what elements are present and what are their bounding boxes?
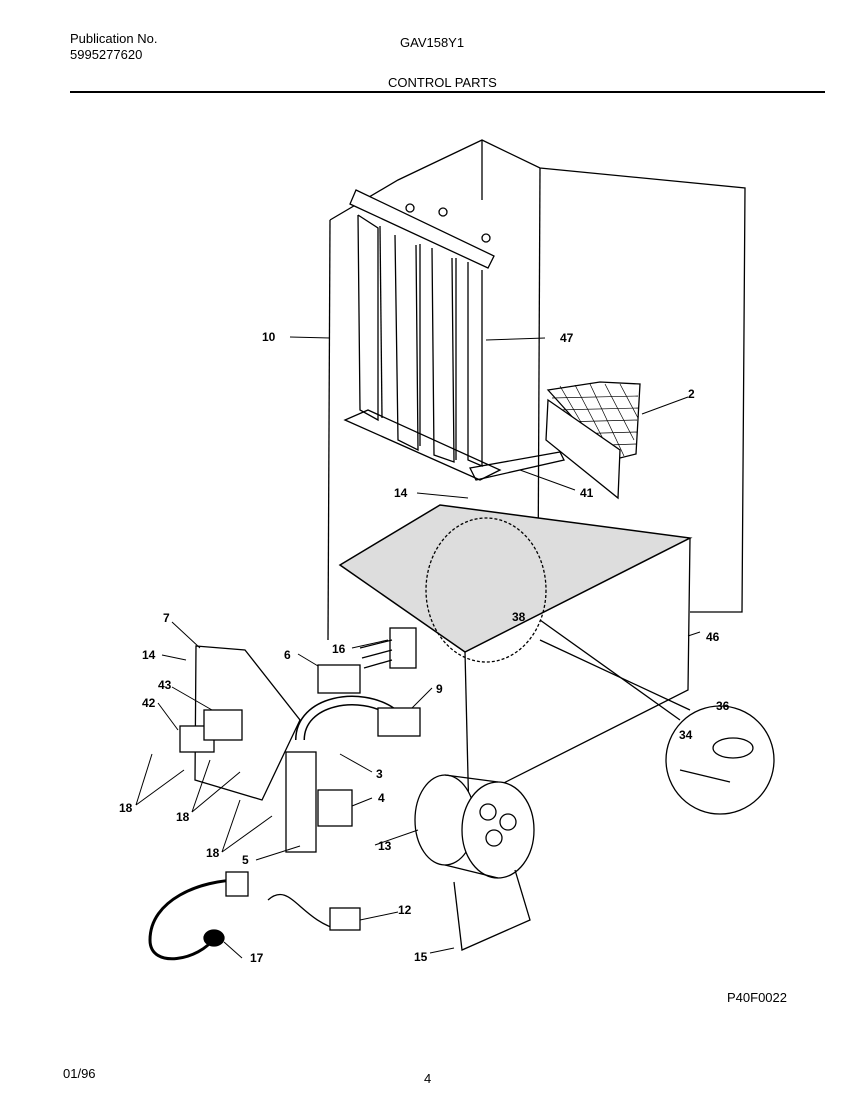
cabinet-back-panel xyxy=(327,139,746,641)
callout-34: 34 xyxy=(679,728,693,742)
detail-inset xyxy=(539,619,775,815)
callout-47: 47 xyxy=(560,331,574,345)
power-cord xyxy=(148,871,249,961)
callout-13: 13 xyxy=(378,839,392,853)
callout-labels: 10 47 2 41 14 46 7 14 6 16 38 43 9 42 36… xyxy=(119,330,730,965)
valve-assembly xyxy=(285,695,421,853)
callout-12: 12 xyxy=(398,903,412,917)
callout-16: 16 xyxy=(332,642,346,656)
filter-screen xyxy=(545,381,641,500)
callout-5: 5 xyxy=(242,853,249,867)
callout-14b: 14 xyxy=(142,648,156,662)
publication-label: Publication No. xyxy=(70,31,158,46)
callout-15: 15 xyxy=(414,950,428,964)
publication-number: 5995277620 xyxy=(70,47,143,62)
callout-14: 14 xyxy=(394,486,408,500)
callout-6: 6 xyxy=(284,648,291,662)
leader-lines xyxy=(135,336,701,959)
blower-motor xyxy=(414,774,535,879)
callout-3: 3 xyxy=(376,767,383,781)
control-box xyxy=(338,504,693,861)
timer xyxy=(317,664,361,694)
callout-18c: 18 xyxy=(206,846,220,860)
mounting-strap xyxy=(453,869,531,951)
callout-18a: 18 xyxy=(119,801,133,815)
callout-9: 9 xyxy=(436,682,443,696)
callout-2: 2 xyxy=(688,387,695,401)
header-rule xyxy=(70,91,825,93)
callout-7: 7 xyxy=(163,611,170,625)
callout-38: 38 xyxy=(512,610,526,624)
heater-assembly xyxy=(343,189,502,481)
footer-date: 01/96 xyxy=(63,1066,96,1081)
support-bracket xyxy=(469,451,565,481)
callout-18b: 18 xyxy=(176,810,190,824)
page-number: 4 xyxy=(424,1071,432,1086)
section-title: CONTROL PARTS xyxy=(388,75,497,90)
switch-bracket xyxy=(179,645,301,801)
callout-46: 46 xyxy=(706,630,720,644)
callout-4: 4 xyxy=(378,791,385,805)
callout-41: 41 xyxy=(580,486,594,500)
callout-43: 43 xyxy=(158,678,172,692)
sensor xyxy=(267,893,361,931)
callout-10: 10 xyxy=(262,330,276,344)
callout-42: 42 xyxy=(142,696,156,710)
callout-17: 17 xyxy=(250,951,264,965)
model-number: GAV158Y1 xyxy=(400,35,465,50)
figure-code: P40F0022 xyxy=(727,990,787,1005)
terminal-block xyxy=(359,627,417,669)
callout-36: 36 xyxy=(716,699,730,713)
